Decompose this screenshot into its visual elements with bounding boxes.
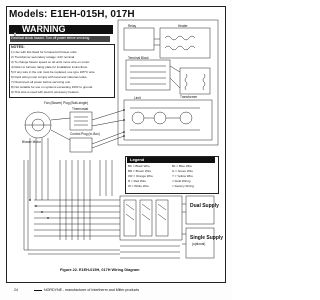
legend-item: BL = Blue Wire	[172, 164, 192, 168]
page-number: 24	[14, 288, 18, 292]
fan-plug-label: Fan (Blower) Plug (Bulk-single)	[44, 101, 89, 105]
footer-text: NORDYNE - manufacturer of Intertherm and…	[44, 288, 140, 292]
warning-word: WARNING	[22, 24, 66, 34]
legend-item: W = White Wire	[128, 184, 149, 188]
notes-heading: NOTES:	[11, 45, 25, 49]
relay-label: Relay	[128, 24, 137, 28]
legend-item: = Field Wiring	[172, 179, 191, 183]
legend-item: OR = Orange Wire	[128, 174, 153, 178]
footer-rule	[34, 290, 42, 291]
blower-motor-label: Blower Motor	[22, 140, 41, 144]
note-item: 2) Transformer secondary voltage: 24V no…	[11, 55, 76, 59]
legend-heading: Legend	[130, 157, 145, 162]
legend-item: G = Green Wire	[172, 169, 194, 173]
note-item: 3) To change blower speed on all units m…	[11, 60, 90, 64]
legend-item: BK = Black Wire	[128, 164, 150, 168]
heater-element	[164, 45, 196, 51]
limit-switch-area	[123, 99, 213, 141]
transformer-label: Transformer	[180, 95, 198, 99]
transformer-coil	[184, 73, 188, 91]
heater-element	[164, 35, 196, 41]
notes-box	[9, 44, 115, 98]
note-item: 5) If any wire in the unit must be repla…	[11, 70, 96, 74]
legend-item: R = Red Wire	[128, 179, 147, 183]
dual-supply-label: Dual Supply	[190, 203, 219, 209]
note-item: 9) This wire is used with electric acces…	[11, 90, 80, 94]
page-title: Models: E1EH-015H, 017H	[9, 9, 135, 20]
note-item: 4) Refer to furnace rating plate for ins…	[11, 65, 88, 69]
legend-item: Y = Yellow Wire	[172, 174, 193, 178]
upper-right-panel	[117, 19, 219, 146]
wiring-diagram	[23, 19, 219, 259]
dual-supply-box	[185, 195, 215, 225]
legend-item: BR = Brown Wire	[128, 169, 152, 173]
legend-header-bar	[127, 157, 215, 163]
note-item: 6) Field wiring must comply with local a…	[11, 75, 88, 79]
figure-caption: Figure 22. E1EH-015H, 017H Wiring Diagra…	[60, 268, 140, 272]
thermostat-label: Thermostat	[72, 107, 89, 111]
heater-label: Heater	[178, 24, 188, 28]
transformer-coil	[202, 73, 206, 91]
note-item: 1) Use with kits listed for furnace/coil…	[11, 50, 78, 54]
single-supply-label: Single Supply	[190, 235, 224, 241]
note-item: 8) Not suitable for use on systems excee…	[11, 85, 94, 89]
warning-banner	[9, 25, 113, 34]
note-item: 7) Disconnect all power before servicing…	[11, 80, 71, 84]
legend-item: = Factory Wiring	[172, 184, 194, 188]
relay-box	[123, 27, 155, 51]
terminal-block-label: Terminal Block	[128, 56, 149, 60]
control-plug-box	[69, 137, 93, 153]
manual-page: Models: E1EH-015H, 017H ! WARNING Electr…	[6, 6, 226, 292]
lower-heater-panel	[119, 195, 183, 241]
limit-label: Limit	[134, 96, 141, 100]
warning-subtitle: Electrical shock hazard. Turn off power …	[11, 36, 91, 40]
warning-subtitle-bar	[10, 36, 110, 42]
heater-box	[159, 27, 211, 59]
control-plug-label: Control Plug (In‑Box)	[70, 132, 100, 136]
transformer-box	[179, 67, 211, 95]
single-supply-optional: (optional)	[192, 242, 206, 246]
single-supply-box	[185, 227, 215, 259]
thermostat-box	[69, 111, 93, 131]
terminal-block	[125, 59, 171, 91]
